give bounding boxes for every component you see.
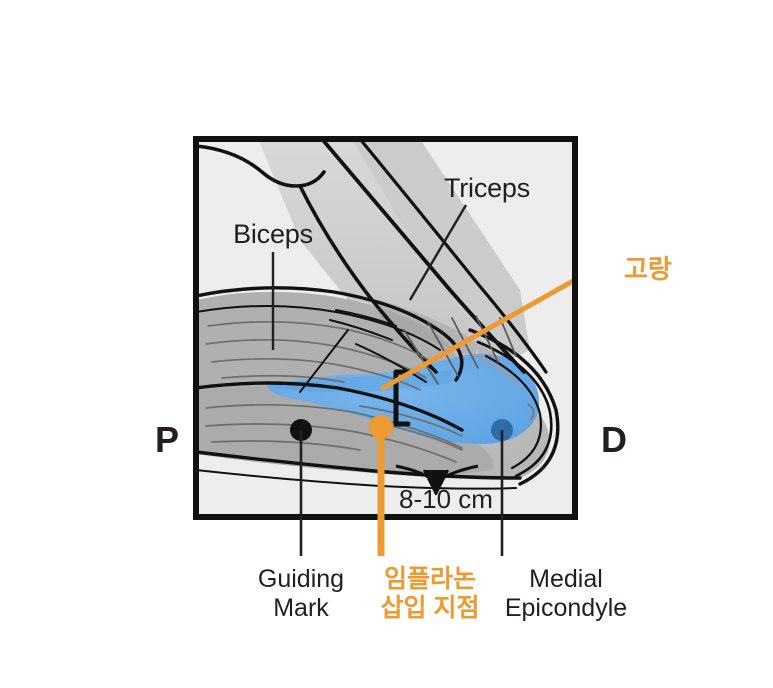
tendon-lines	[299, 309, 427, 393]
biceps-lower-outline	[196, 381, 464, 432]
illustration-frame	[193, 136, 578, 520]
proximal-label: P	[155, 419, 179, 460]
biceps-secondary-outline	[196, 305, 441, 351]
medial-epicondyle-label-line2: Epicondyle	[505, 594, 627, 622]
arm-posterior-edge	[320, 139, 526, 374]
flexor-lower-outline	[196, 450, 522, 480]
flexor-muscle-mass	[196, 386, 494, 478]
shoulder-contour	[196, 144, 326, 188]
tendon-shadow	[380, 300, 520, 392]
triceps-label: Triceps	[444, 173, 530, 203]
groove-bracket-arms	[393, 369, 411, 427]
guiding-mark-label-line2: Mark	[273, 594, 329, 622]
insertion-point-dot	[369, 415, 393, 439]
distal-label: D	[601, 419, 627, 460]
dimension-label: 8-10 cm	[399, 484, 493, 514]
triceps-leader	[408, 204, 468, 301]
triceps-edge	[358, 139, 548, 374]
biceps-upper-outline	[196, 286, 464, 382]
elbow-contour-inner	[484, 354, 542, 470]
medial-epicondyle-label-line1: Medial	[529, 565, 603, 593]
groove-leader-line	[380, 276, 575, 391]
elbow-contour-outer	[468, 328, 560, 486]
biceps-label: Biceps	[233, 219, 313, 249]
frame-border	[193, 136, 578, 520]
epicondyle-contour	[395, 464, 479, 484]
anatomy-artwork	[196, 139, 575, 517]
insertion-korean-label-line2: 삽입 지점	[381, 594, 480, 622]
triceps-mass	[352, 139, 530, 372]
guiding-mark-label-line1: Guiding	[258, 565, 344, 593]
neurovascular-bundle	[266, 353, 540, 444]
insertion-korean-label-line1: 임플라논	[384, 565, 476, 593]
groove-korean-label: 고랑	[624, 254, 672, 284]
elbow-crease-tick	[527, 403, 535, 421]
